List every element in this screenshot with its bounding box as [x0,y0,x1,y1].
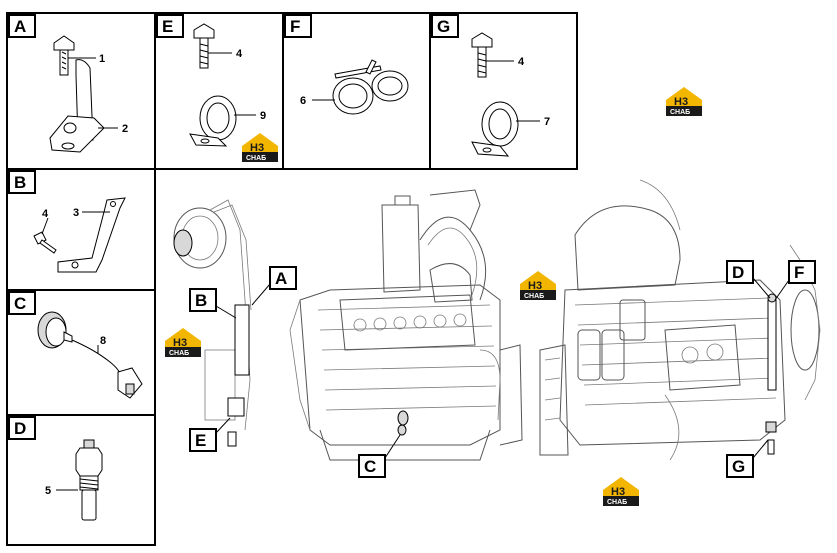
svg-text:H3: H3 [173,337,187,349]
bolt-icon [53,35,75,51]
engine-right-illustration [539,179,821,461]
watermark-logo: H3 CHAБ [666,87,702,116]
part-number-2: 2 [122,123,128,135]
panel-c: C 8 [8,291,143,399]
panel-a-tag-box [8,14,36,38]
svg-text:H3: H3 [611,486,625,498]
part-number-5: 5 [45,485,51,497]
svg-text:H3: H3 [250,142,264,154]
panel-d-tag-box [8,416,36,440]
bolt-icon [471,32,493,48]
svg-text:CHAБ: CHAБ [524,293,544,300]
svg-text:CHAБ: CHAБ [169,350,189,357]
panel-c-tag-box [8,291,36,315]
watermark-logo: H3 CHAБ [242,133,278,162]
panel-b: B 4 3 [8,170,126,273]
callout-e: E [189,417,231,452]
engine-left-illustration [173,189,523,461]
callout-c: C [358,434,401,478]
panel-a: A 1 2 [8,14,128,153]
svg-text:CHAБ: CHAБ [607,499,627,506]
part-number-4: 4 [236,48,243,60]
part-number-1: 1 [99,53,105,65]
strap-bracket-icon [57,197,126,273]
panel-b-tag-box [8,170,36,194]
panel-d: D 5 [8,416,103,521]
part-number-8: 8 [100,335,106,347]
callout-b: B [189,288,237,319]
watermark-logo: H3 CHAБ [520,271,556,300]
svg-text:CHAБ: CHAБ [670,109,690,116]
svg-text:A: A [275,269,287,288]
callout-f: F [774,260,816,301]
part-number-7: 7 [544,116,550,128]
svg-text:D: D [732,263,744,282]
panel-e: E 4 9 [156,14,266,147]
panel-a-tag: A [14,17,26,36]
svg-text:CHAБ: CHAБ [246,155,266,162]
svg-text:C: C [364,457,376,476]
svg-text:B: B [195,291,207,310]
part-number-6: 6 [300,95,306,107]
panel-c-tag: C [14,294,26,313]
panel-f: F 6 [284,14,409,115]
sender-icon [83,439,95,449]
panel-g-tag: G [437,17,450,36]
panel-e-tag-box [156,14,184,38]
part-number-4: 4 [42,208,49,220]
svg-text:H3: H3 [674,96,688,108]
panel-d-tag: D [14,419,26,438]
callout-d: D [726,260,771,299]
watermark-logo: H3 CHAБ [165,328,201,357]
part-number-9: 9 [260,110,266,122]
watermark-logo: H3 CHAБ [603,477,639,506]
connector-icon [117,367,143,399]
part-number-4: 4 [518,56,525,68]
part-number-3: 3 [73,207,79,219]
svg-text:F: F [794,263,804,282]
svg-text:E: E [195,431,206,450]
panel-e-tag: E [162,17,173,36]
bolt-icon [193,23,215,39]
panel-f-tag: F [290,17,300,36]
svg-text:G: G [732,457,745,476]
panel-f-tag-box [284,14,312,38]
panel-b-tag: B [14,173,26,192]
panel-g-tag-box [431,14,459,38]
svg-text:H3: H3 [528,280,542,292]
callout-a: A [251,266,297,306]
callout-g: G [726,439,769,478]
panel-g: G 4 7 [431,14,550,157]
